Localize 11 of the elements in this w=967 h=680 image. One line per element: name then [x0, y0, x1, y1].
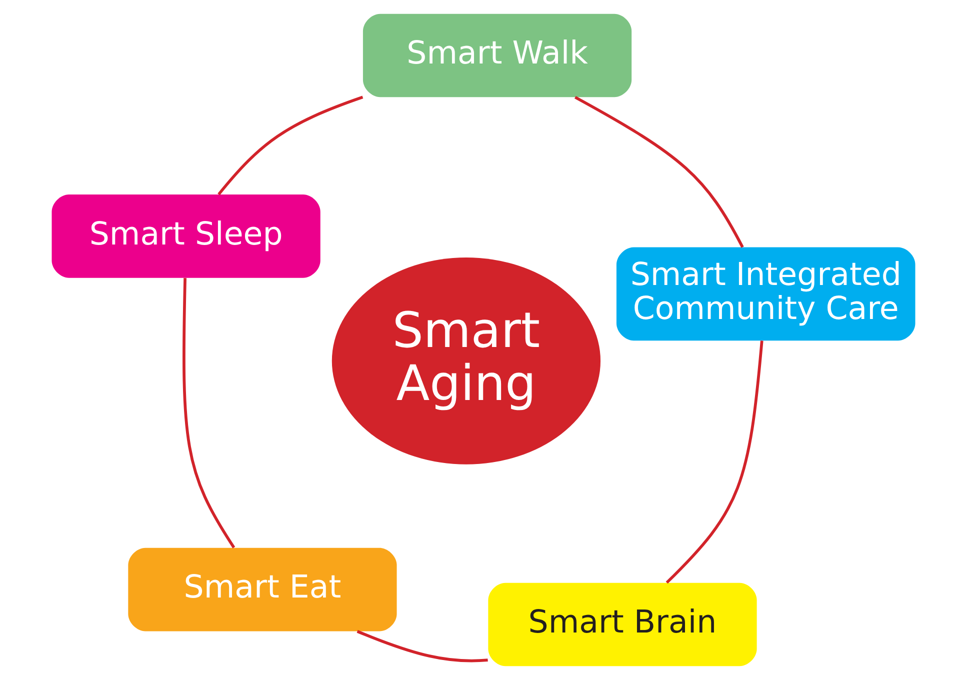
- connector: [182, 278, 236, 548]
- node-box: Smart Walk: [362, 14, 632, 98]
- connector: [218, 96, 364, 196]
- connector: [574, 96, 744, 248]
- connector: [356, 630, 488, 662]
- node-box: Smart Integrated Community Care: [616, 247, 916, 341]
- node-ellipse: Smart Aging: [332, 258, 601, 464]
- node-box: Smart Sleep: [52, 194, 320, 278]
- node-box: Smart Brain: [488, 582, 757, 666]
- connector: [666, 340, 764, 584]
- node-box: Smart Eat: [128, 548, 397, 632]
